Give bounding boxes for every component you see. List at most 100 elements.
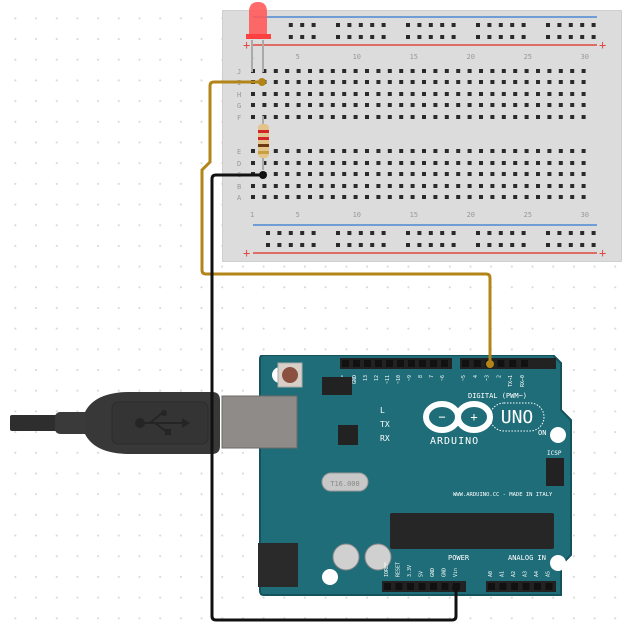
digital-pin[interactable]: [397, 360, 404, 367]
breadboard-hole[interactable]: [319, 149, 324, 153]
breadboard-hole[interactable]: [296, 103, 301, 107]
breadboard-hole[interactable]: [490, 195, 495, 199]
rail-hole[interactable]: [347, 35, 352, 39]
breadboard-hole[interactable]: [490, 69, 495, 73]
breadboard-hole[interactable]: [410, 195, 415, 199]
rail-hole[interactable]: [510, 23, 515, 27]
breadboard-hole[interactable]: [319, 92, 324, 96]
breadboard-hole[interactable]: [273, 69, 278, 73]
rail-hole[interactable]: [557, 243, 562, 247]
rail-hole[interactable]: [300, 35, 305, 39]
signal-wire[interactable]: [200, 80, 492, 364]
breadboard-hole[interactable]: [581, 161, 586, 165]
breadboard-hole[interactable]: [467, 92, 472, 96]
breadboard-hole[interactable]: [285, 80, 290, 84]
breadboard-hole[interactable]: [570, 195, 575, 199]
breadboard-hole[interactable]: [536, 161, 540, 165]
breadboard-hole[interactable]: [296, 172, 301, 176]
breadboard-hole[interactable]: [467, 172, 472, 176]
breadboard-hole[interactable]: [296, 184, 301, 188]
breadboard-hole[interactable]: [330, 195, 335, 199]
breadboard-hole[interactable]: [399, 195, 404, 199]
digital-pin[interactable]: [521, 360, 528, 367]
rail-hole[interactable]: [300, 243, 305, 247]
rail-hole[interactable]: [406, 23, 410, 27]
breadboard-hole[interactable]: [410, 161, 415, 165]
breadboard-hole[interactable]: [387, 195, 392, 199]
breadboard-hole[interactable]: [319, 80, 324, 84]
breadboard-hole[interactable]: [399, 92, 404, 96]
breadboard-hole[interactable]: [285, 149, 290, 153]
rail-hole[interactable]: [591, 231, 596, 235]
rail-hole[interactable]: [476, 23, 480, 27]
breadboard-hole[interactable]: [558, 115, 563, 119]
breadboard-hole[interactable]: [558, 92, 563, 96]
breadboard-hole[interactable]: [570, 172, 575, 176]
breadboard-hole[interactable]: [456, 115, 461, 119]
digital-pin[interactable]: [342, 360, 349, 367]
breadboard-hole[interactable]: [365, 80, 369, 84]
rail-hole[interactable]: [300, 231, 305, 235]
breadboard-hole[interactable]: [513, 149, 518, 153]
breadboard-hole[interactable]: [422, 149, 426, 153]
rail-hole[interactable]: [358, 231, 363, 235]
rail-hole[interactable]: [381, 23, 386, 27]
breadboard-hole[interactable]: [513, 115, 518, 119]
breadboard-hole[interactable]: [581, 195, 586, 199]
breadboard-hole[interactable]: [501, 195, 506, 199]
breadboard-hole[interactable]: [490, 92, 495, 96]
breadboard-hole[interactable]: [330, 92, 335, 96]
breadboard-hole[interactable]: [444, 184, 449, 188]
breadboard-hole[interactable]: [342, 172, 347, 176]
analog-pin[interactable]: [499, 583, 507, 590]
wire-endpoint[interactable]: [258, 78, 266, 86]
breadboard-hole[interactable]: [536, 92, 540, 96]
breadboard-hole[interactable]: [285, 172, 290, 176]
breadboard-hole[interactable]: [410, 149, 415, 153]
breadboard-hole[interactable]: [547, 92, 552, 96]
breadboard-hole[interactable]: [581, 92, 586, 96]
breadboard-hole[interactable]: [308, 195, 312, 199]
breadboard-hole[interactable]: [251, 195, 255, 199]
breadboard-hole[interactable]: [558, 103, 563, 107]
breadboard-hole[interactable]: [399, 103, 404, 107]
breadboard-hole[interactable]: [536, 184, 540, 188]
breadboard-hole[interactable]: [273, 149, 278, 153]
breadboard-hole[interactable]: [456, 161, 461, 165]
breadboard-hole[interactable]: [444, 69, 449, 73]
breadboard-hole[interactable]: [547, 69, 552, 73]
rail-hole[interactable]: [580, 23, 585, 27]
breadboard-hole[interactable]: [251, 115, 255, 119]
breadboard-hole[interactable]: [581, 149, 586, 153]
breadboard-hole[interactable]: [342, 80, 347, 84]
rail-hole[interactable]: [451, 243, 456, 247]
breadboard-hole[interactable]: [456, 103, 461, 107]
breadboard-hole[interactable]: [251, 92, 255, 96]
rail-hole[interactable]: [498, 243, 503, 247]
breadboard-hole[interactable]: [524, 69, 529, 73]
rail-hole[interactable]: [336, 231, 340, 235]
breadboard-hole[interactable]: [399, 149, 404, 153]
breadboard-hole[interactable]: [376, 172, 381, 176]
breadboard-hole[interactable]: [285, 161, 290, 165]
breadboard-hole[interactable]: [262, 69, 267, 73]
breadboard-hole[interactable]: [467, 69, 472, 73]
breadboard-hole[interactable]: [581, 172, 586, 176]
breadboard-hole[interactable]: [444, 195, 449, 199]
analog-pin[interactable]: [522, 583, 530, 590]
breadboard-hole[interactable]: [558, 69, 563, 73]
breadboard-hole[interactable]: [581, 69, 586, 73]
breadboard-hole[interactable]: [330, 69, 335, 73]
rail-hole[interactable]: [546, 243, 550, 247]
rail-hole[interactable]: [521, 243, 526, 247]
rail-hole[interactable]: [440, 243, 445, 247]
breadboard-hole[interactable]: [308, 149, 312, 153]
rail-hole[interactable]: [580, 35, 585, 39]
breadboard-hole[interactable]: [524, 149, 529, 153]
breadboard-hole[interactable]: [387, 149, 392, 153]
rail-hole[interactable]: [336, 243, 340, 247]
breadboard-hole[interactable]: [570, 161, 575, 165]
rail-hole[interactable]: [510, 231, 515, 235]
